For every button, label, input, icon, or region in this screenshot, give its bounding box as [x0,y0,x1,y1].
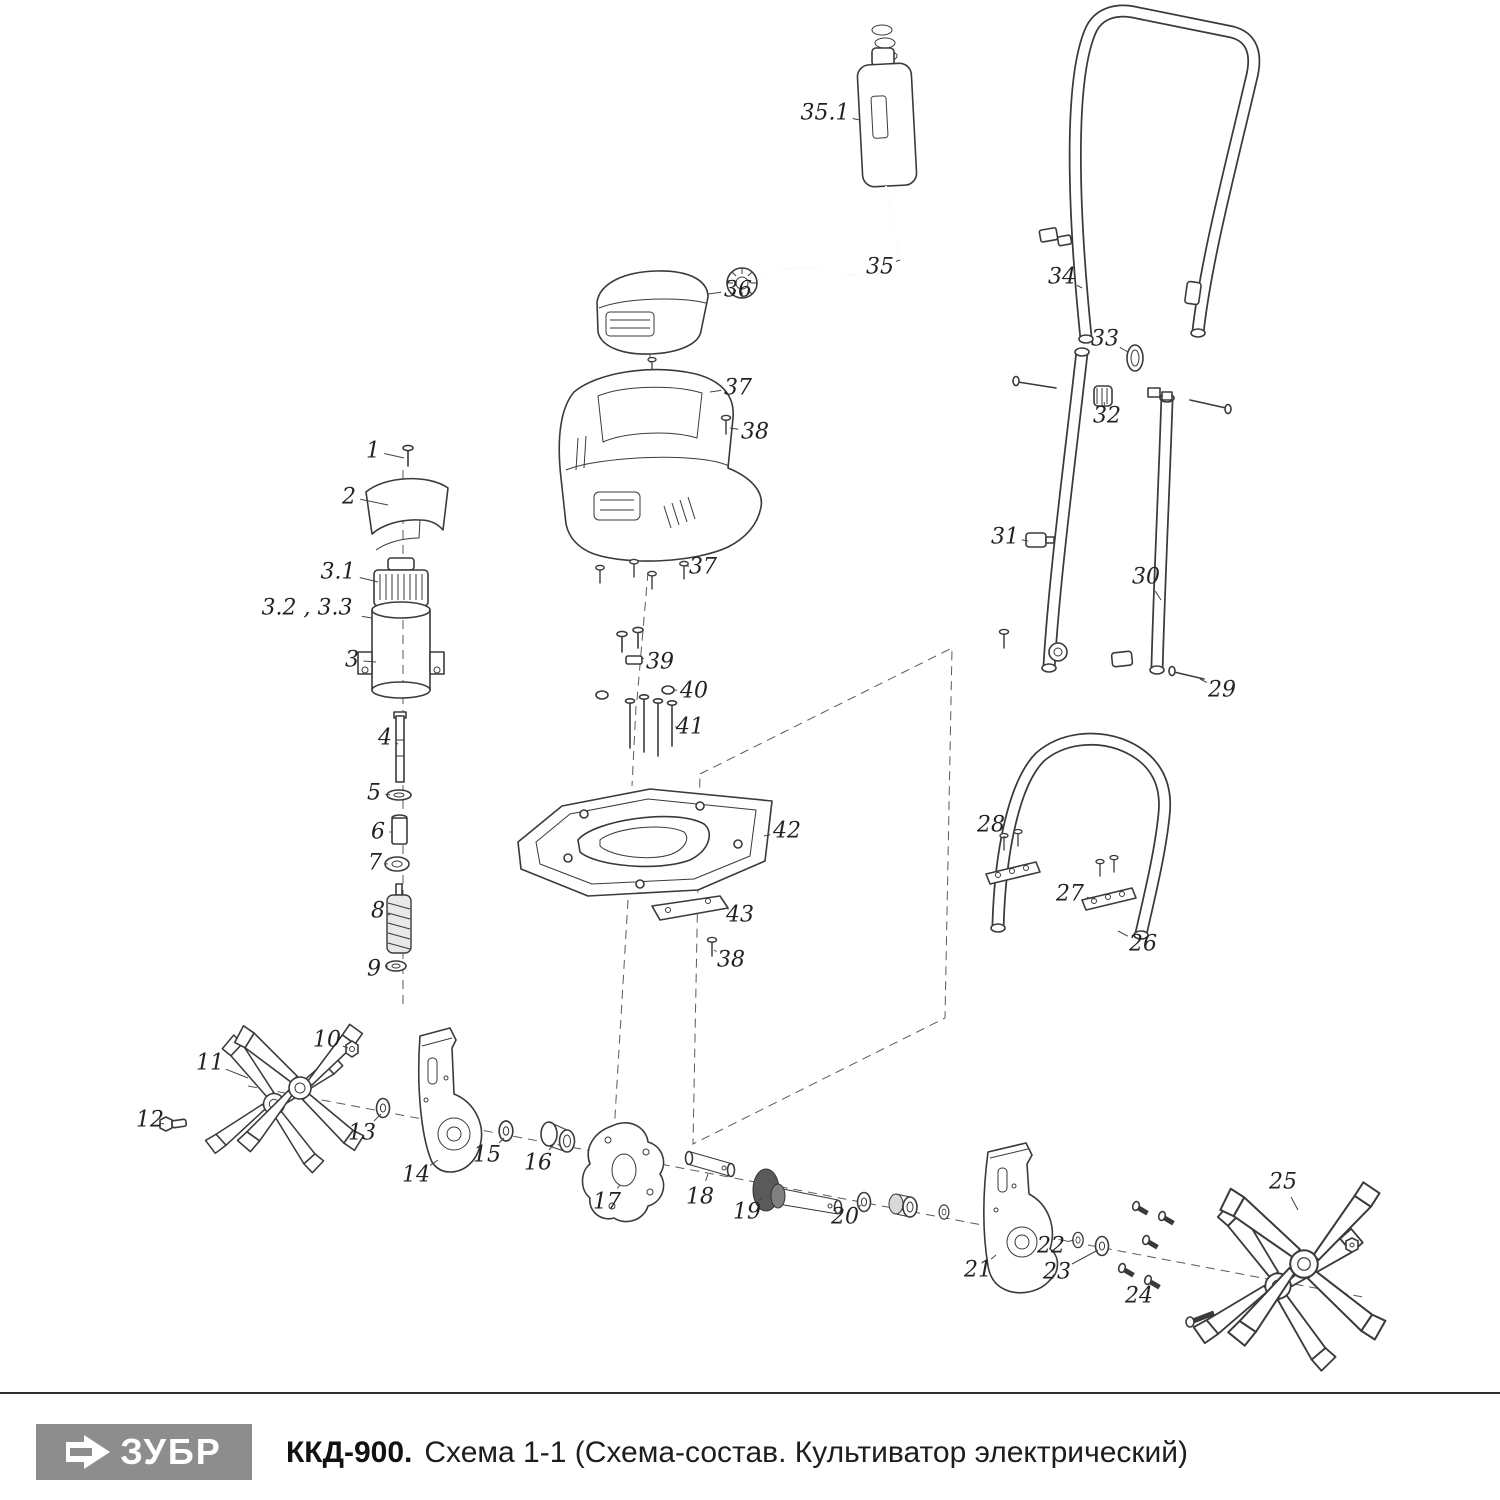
gasket-17 [581,1122,665,1223]
nut-10 [345,1040,359,1058]
screws-41 [624,693,678,757]
motor-cap [387,557,415,571]
side-shield-14 [417,1027,483,1173]
drive-disc-19 [752,1168,843,1215]
bolt-12 [159,1116,173,1132]
motor-body-3 [371,601,431,619]
clamp-knob [1048,642,1068,662]
gearbox-bracket-21 [983,1142,1059,1294]
cap-40 [595,690,609,700]
washer-5 [386,789,412,801]
ring-7 [384,856,410,872]
cable-clip-31 [1025,532,1047,548]
bolts-24 [1118,1201,1176,1288]
motor-assembly [357,444,449,972]
ring-small [938,1204,950,1220]
cable-clip-33 [1126,344,1144,372]
diagram-title: Схема 1-1 (Схема-состав. Культиватор эле… [424,1436,1189,1469]
right-gearbox [983,1142,1176,1294]
lower-handlebar [985,732,1172,940]
upper-handlebar [1068,4,1261,344]
bolt-29 [1168,665,1205,680]
screw-1 [402,444,414,467]
screw [998,628,1010,649]
diagram-caption: ККД-900. Схема 1-1 (Схема-состав. Культи… [286,1436,1188,1470]
section-plane [692,647,953,1145]
washer-22 [1072,1231,1084,1249]
washer-20 [856,1191,872,1213]
sleeve [888,1193,918,1218]
washer-9 [385,960,407,972]
motor-cover-2 [365,477,449,535]
shaft-18 [684,1150,736,1178]
main-housing [558,368,763,590]
washer-13 [375,1097,391,1119]
right-tine-assembly [1185,1172,1396,1375]
zubr-arrow-icon [66,1435,111,1469]
nut-right [1345,1237,1359,1253]
cap-40b [661,685,675,695]
brand-name: ЗУБР [120,1431,222,1472]
nut-39 [625,655,643,665]
cable-clip-34 [1038,227,1059,243]
centerlines [247,354,1369,1299]
motor-top-3-1 [373,569,429,607]
bushing-16 [540,1121,576,1153]
bolt-right [1185,1310,1215,1328]
model-number: ККД-900. [286,1436,413,1469]
mid-handlebar [998,347,1205,680]
washer-15 [498,1120,514,1142]
base-plate [517,788,773,957]
ring-23 [1094,1235,1110,1257]
screw-38b [706,936,718,957]
left-tine-assembly [159,1016,576,1176]
worm-gear-8 [386,894,412,954]
zubr-logo: ЗУБР [36,1424,252,1480]
worm-stub [395,883,403,896]
axis-centerline [247,1085,1369,1299]
tube-fitting [1110,650,1134,668]
cable-clips [1012,227,1232,548]
fasteners-top [595,626,678,757]
power-switch-assembly [726,24,918,299]
exploded-diagram [159,4,1396,1375]
switch-button [870,95,889,139]
leader-lines [160,118,1299,1281]
footer-divider [0,1392,1500,1394]
axle-parts [684,1150,950,1220]
top-cover [596,270,709,375]
strip-43 [651,895,729,921]
